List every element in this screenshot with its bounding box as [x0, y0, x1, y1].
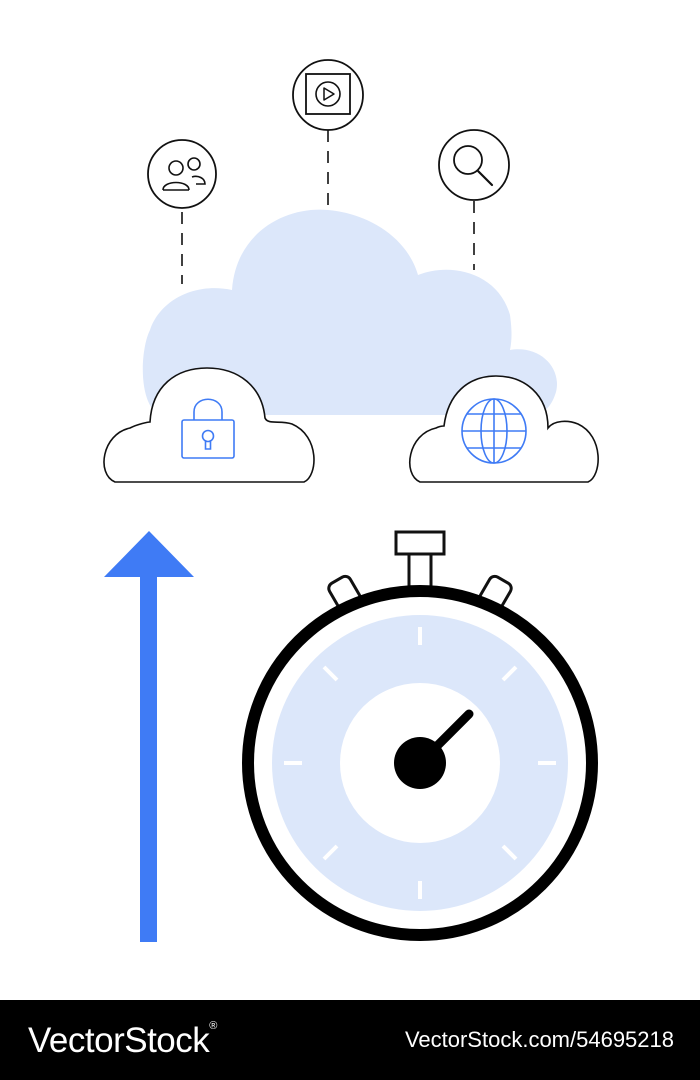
- play-window-icon: [292, 59, 364, 131]
- arrow-head: [104, 531, 194, 577]
- stopwatch-ticks: [284, 627, 556, 899]
- stopwatch-stem: [407, 552, 433, 592]
- watermark-bar: VectorStock® VectorStock.com/54695218: [0, 1000, 700, 1080]
- right-cloud-shape: [408, 375, 599, 483]
- globe-icon: [461, 398, 527, 464]
- main-cloud-shape: [142, 209, 557, 415]
- arrow-up-icon: [104, 531, 194, 942]
- arrow-shaft: [140, 570, 157, 942]
- brand-name: VectorStock: [28, 1020, 210, 1060]
- tick-10-30: [322, 665, 339, 682]
- stock-id-text: VectorStock.com/54695218: [404, 1027, 674, 1052]
- brand-mark: ®: [209, 1019, 217, 1032]
- tick-1-30: [501, 665, 518, 682]
- search-icon: [438, 129, 510, 201]
- main-cloud-icon: [142, 209, 557, 415]
- stopwatch-icon: [242, 530, 598, 941]
- left-cloud-shape: [103, 367, 315, 483]
- padlock-icon: [181, 398, 235, 459]
- stopwatch-crown: [394, 530, 446, 556]
- cloud-speed-illustration: [103, 59, 599, 942]
- connector-lines: [181, 130, 475, 284]
- tick-4-30: [501, 844, 518, 861]
- users-icon: [147, 139, 217, 209]
- stopwatch-hub: [394, 737, 446, 789]
- tick-7-30: [322, 844, 339, 861]
- brand-logo: VectorStock®: [28, 1019, 217, 1060]
- left-cloud: [103, 367, 315, 483]
- right-cloud: [408, 375, 599, 483]
